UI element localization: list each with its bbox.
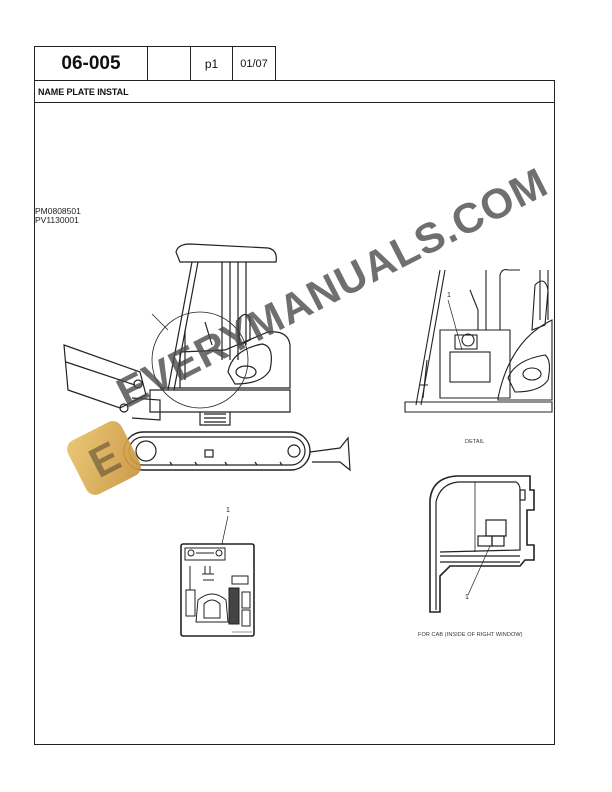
serial-numbers: PM0808501 PV1130001	[35, 207, 81, 225]
plate-callout-number: 1	[226, 507, 230, 514]
serial-number: PM0808501	[35, 206, 81, 216]
document-frame: NAME PLATE INSTAL PM0808501 PV1130001	[34, 80, 555, 745]
detail-caption: DETAIL	[465, 439, 485, 445]
page-title: NAME PLATE INSTAL	[35, 81, 554, 103]
document-number: 06-005	[34, 46, 148, 81]
detail-callout-number: 1	[447, 292, 451, 299]
cab-callout-number: 1	[465, 594, 469, 601]
serial-number: PV1130001	[35, 215, 79, 225]
cab-caption: FOR CAB (INSIDE OF RIGHT WINDOW)	[418, 632, 523, 638]
